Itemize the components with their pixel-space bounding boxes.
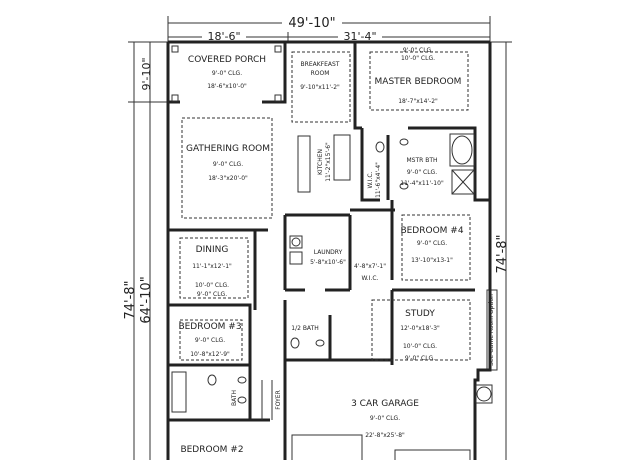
kitchen-island	[297, 135, 311, 193]
dryer-icon	[289, 251, 303, 265]
dining-size: 11'-1"x12'-1"	[192, 263, 232, 270]
top-left-depth-label: 9'-10"	[140, 57, 153, 90]
left-width-label: 18'-6"	[207, 30, 240, 43]
master-shower	[451, 169, 475, 195]
study-name: STUDY	[405, 309, 435, 319]
dining-clg2: 9'-0" CLG.	[197, 291, 227, 298]
bedroom4-clg: 9'-0" CLG.	[417, 240, 447, 247]
half-bath-name: 1/2 BATH	[291, 325, 319, 332]
right-depth-label: 74'-8"	[495, 234, 510, 273]
exterior-walls	[166, 40, 492, 460]
dining-name: DINING	[196, 245, 229, 255]
bedroom3-name: BEDROOM #3	[178, 322, 241, 332]
covered-porch-name: COVERED PORCH	[188, 55, 266, 65]
wic2-size: 4'-8"x7'-1"	[354, 263, 386, 270]
mid-left-depth-label: 64'-10"	[139, 276, 154, 323]
breakfast-size: 9'-10"x11'-2"	[300, 84, 340, 91]
water-heater-icon	[476, 386, 492, 402]
study-clg2: 9'-0" CLG.	[405, 355, 435, 362]
overall-depth-left-label: 74'-8"	[123, 280, 138, 319]
master-toilet-icon	[375, 141, 385, 153]
overall-width-label: 49'-10"	[288, 16, 335, 31]
wic-master-size: 11'-6"x4'-4"	[375, 162, 382, 198]
kitchen-name: KITCHEN	[317, 149, 324, 175]
garage-size: 22'-8"x25'-8"	[365, 432, 405, 439]
gathering-room-name: GATHERING ROOM	[186, 144, 270, 154]
laundry-size: 5'-8"x10'-6"	[310, 259, 346, 266]
bedroom3-size: 10'-8"x12'-9"	[190, 351, 230, 358]
master-clg2: 10'-0" CLG.	[401, 55, 435, 62]
right-width-label: 31'-4"	[343, 30, 376, 43]
master-bath-size: 11'-4"x11'-10"	[400, 180, 444, 187]
top-dimensions: 49'-10" 18'-6" 31'-4"	[167, 14, 491, 43]
study-clg1: 10'-0" CLG.	[403, 343, 437, 350]
master-bedroom-name: MASTER BEDROOM	[375, 77, 462, 87]
master-bath-name: MSTR BTH	[406, 157, 437, 164]
bath-name: BATH	[231, 390, 238, 406]
bedroom2-name: BEDROOM #2	[180, 445, 243, 455]
breakfast-name1: BREAKFEAST	[301, 61, 340, 68]
master-bath-clg: 9'-0" CLG.	[407, 169, 437, 176]
wic-master-name: W.I.C.	[367, 171, 374, 188]
gathering-room-size: 18'-3"x20'-0"	[208, 175, 248, 182]
kitchen-size: 11'-2"x15'-6"	[325, 142, 332, 182]
covered-porch-clg: 9'-0" CLG.	[212, 70, 242, 77]
master-bedroom-size: 18'-7"x14'-2"	[398, 98, 438, 105]
bath-tub	[171, 371, 187, 413]
covered-porch-size: 18'-6"x10'-0"	[207, 83, 247, 90]
garage-name: 3 CAR GARAGE	[351, 399, 419, 409]
kitchen-counter	[333, 134, 351, 181]
interior-walls	[168, 42, 490, 460]
dashed-areas	[179, 51, 471, 361]
left-dimensions: 9'-10" 74'-8" 64'-10"	[123, 41, 168, 460]
breakfast-name2: ROOM	[311, 70, 330, 77]
fixtures	[171, 133, 493, 460]
half-bath-toilet-icon	[290, 337, 300, 349]
gathering-room-clg: 9'-0" CLG.	[213, 161, 243, 168]
garage-clg: 9'-0" CLG.	[370, 415, 400, 422]
bedroom4-name: BEDROOM #4	[400, 226, 463, 236]
wic2-name: W.I.C.	[362, 275, 379, 282]
laundry-name: LAUNDRY	[314, 249, 343, 256]
foyer-name: FOYER	[275, 390, 282, 409]
bedroom4-size: 13'-10"x13-1"	[411, 257, 453, 264]
dining-clg1: 10'-0" CLG.	[195, 282, 229, 289]
study-size: 12'-0"x18'-3"	[400, 325, 440, 332]
room-labels: COVERED PORCH 9'-0" CLG. 18'-6"x10'-0" B…	[178, 47, 463, 455]
master-tub	[451, 135, 473, 165]
master-clg1: 9'-0" CLG.	[403, 47, 433, 54]
bedroom3-clg: 9'-0" CLG.	[195, 337, 225, 344]
